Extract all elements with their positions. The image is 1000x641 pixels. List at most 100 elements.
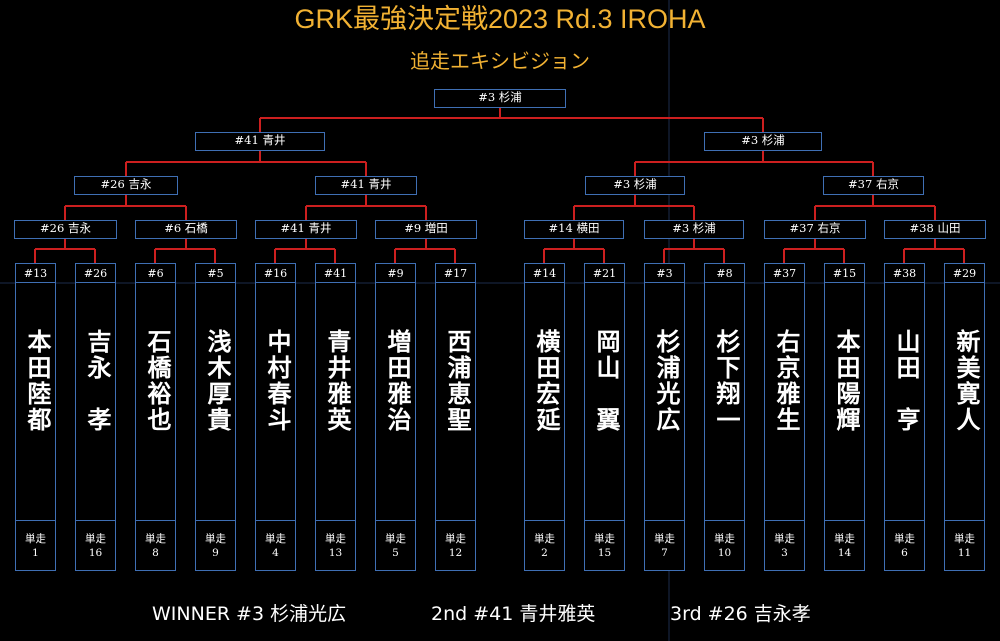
player-number: #16 [256,264,295,283]
run-label: 単走 [145,533,166,545]
player-number: #15 [825,264,864,283]
round16-label: #26 吉永 [40,221,91,235]
round16-label: #9 増田 [404,221,448,235]
bracket-connector [814,195,936,220]
player-name: 岡山 翼 [592,329,620,433]
player-name: 浅木厚貴 [203,329,231,433]
seed-rank: 10 [717,547,732,559]
bracket-connector [305,195,427,220]
player-number: #5 [196,264,235,283]
player-seed: 単走 8 [136,520,175,570]
player-name: 中村春斗 [263,329,291,433]
bracket-connector [634,151,874,176]
run-label: 単走 [954,533,975,545]
player-name: 石橋裕也 [143,329,171,433]
bracket-connector [573,195,695,220]
round16-box: #9 増田 [375,220,477,239]
bracket-connector [154,239,216,263]
run-label: 単走 [774,533,795,545]
seed-rank: 6 [901,547,908,559]
player-number: #9 [376,264,415,283]
bracket-connector [903,239,965,263]
seed-rank: 8 [152,547,159,559]
player-seed: 単走 7 [645,520,684,570]
seed-rank: 15 [597,547,612,559]
run-label: 単走 [594,533,615,545]
final-label: #3 杉浦 [478,90,522,104]
run-label: 単走 [654,533,675,545]
run-label: 単走 [445,533,466,545]
player-number: #29 [945,264,984,283]
quarter-label: #26 吉永 [100,177,152,191]
quarter-box: #41 青井 [315,176,417,195]
player-number: #8 [705,264,744,283]
run-label: 単走 [25,533,46,545]
player-number: #38 [885,264,924,283]
seed-rank: 14 [837,547,852,559]
run-label: 単走 [205,533,226,545]
run-label: 単走 [385,533,406,545]
player-card: #5 浅木厚貴 単走 9 [195,263,236,571]
page-title: GRK最強決定戦2023 Rd.3 IROHA [294,4,706,34]
round16-box: #37 右京 [764,220,866,239]
player-name: 新美寛人 [952,329,980,433]
player-name: 西浦恵聖 [443,329,471,433]
round16-label: #38 山田 [909,221,961,235]
player-seed: 単走 15 [585,520,624,570]
quarter-box: #37 右京 [823,176,924,195]
seed-rank: 11 [957,547,972,559]
run-label: 単走 [265,533,286,545]
player-name: 吉永 孝 [83,329,111,433]
quarter-label: #41 青井 [340,177,392,191]
final-box: #3 杉浦 [434,89,566,108]
results-line: WINNER #3 杉浦光広 2nd #41 青井雅英 3rd #26 吉永孝 [0,600,1000,628]
player-name: 本田陽輝 [832,329,860,433]
player-name: 青井雅英 [323,329,351,433]
run-label: 単走 [894,533,915,545]
winner-text: WINNER #3 杉浦光広 [152,603,347,625]
bracket-connector [783,239,845,263]
bracket-connector [259,108,764,132]
run-label: 単走 [534,533,555,545]
round16-label: #41 青井 [280,221,332,235]
bracket-connector [64,195,187,220]
round16-box: #6 石橋 [135,220,237,239]
seed-rank: 7 [661,547,668,559]
player-seed: 単走 9 [196,520,235,570]
run-label: 単走 [325,533,346,545]
player-number: #17 [436,264,475,283]
run-label: 単走 [834,533,855,545]
player-name: 増田雅治 [383,329,411,433]
player-number: #37 [765,264,804,283]
quarter-label: #37 右京 [848,177,899,191]
player-card: #15 本田陽輝 単走 14 [824,263,865,571]
round16-label: #37 右京 [789,221,841,235]
seed-rank: 1 [32,547,39,559]
player-name: 山田 亨 [892,329,920,433]
seed-rank: 16 [88,547,103,559]
quarter-label: #3 杉浦 [613,177,657,191]
player-number: #3 [645,264,684,283]
seed-rank: 9 [212,547,219,559]
quarter-box: #3 杉浦 [585,176,685,195]
round16-box: #3 杉浦 [644,220,744,239]
quarter-box: #26 吉永 [74,176,178,195]
player-number: #26 [76,264,115,283]
player-card: #29 新美寛人 単走 11 [944,263,985,571]
seed-rank: 2 [541,547,548,559]
player-number: #41 [316,264,355,283]
round16-label: #3 杉浦 [672,221,716,235]
round16-label: #14 横田 [548,221,600,235]
page-subtitle: 追走エキシビジョン [410,49,590,73]
player-number: #13 [16,264,55,283]
